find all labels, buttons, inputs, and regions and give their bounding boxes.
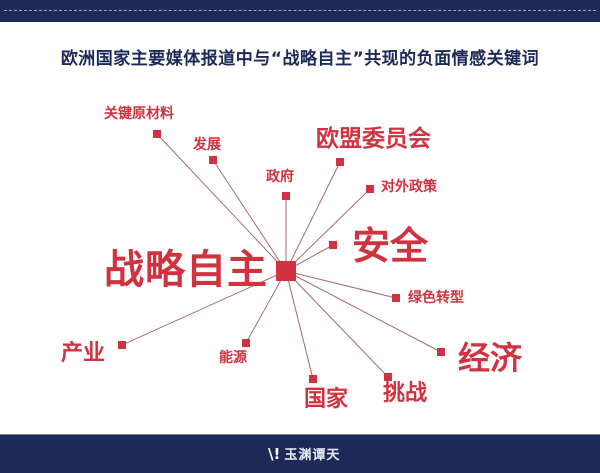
marker-security <box>329 241 337 249</box>
marker-green-transition <box>392 294 400 302</box>
marker-eu-commission <box>336 158 344 166</box>
edge-country <box>285 270 314 380</box>
page-title: 欧洲国家主要媒体报道中与“战略自主”共现的负面情感关键词 <box>60 49 540 69</box>
brand-logo: \! 玉渊谭天 <box>268 444 341 464</box>
edge-green-transition <box>285 270 397 299</box>
label-development: 发展 <box>193 137 221 153</box>
logo-text: 玉渊谭天 <box>284 448 341 463</box>
marker-challenge <box>384 373 392 381</box>
edges <box>121 133 442 380</box>
marker-country <box>309 375 317 383</box>
marker-development <box>209 156 217 164</box>
edge-energy <box>245 270 287 344</box>
label-country: 国家 <box>304 387 349 412</box>
edge-eu-commission <box>285 161 341 272</box>
edge-raw-materials <box>156 133 287 272</box>
marker-foreign-policy <box>366 185 374 193</box>
label-industry: 产业 <box>61 341 106 366</box>
label-green-transition: 绿色转型 <box>408 290 464 306</box>
marker-raw-materials <box>153 130 161 138</box>
label-foreign-policy: 对外政策 <box>381 179 437 195</box>
footer-band: \! 玉渊谭天 <box>0 434 600 473</box>
label-challenge: 挑战 <box>383 381 428 406</box>
marker-government <box>282 192 290 200</box>
edge-challenge <box>285 270 389 378</box>
label-raw-materials: 关键原材料 <box>104 106 174 122</box>
top-band <box>0 0 600 22</box>
hub-marker <box>276 261 296 281</box>
center-label: 战略自主 <box>104 247 268 293</box>
label-energy: 能源 <box>219 350 247 366</box>
edge-economy <box>285 270 442 353</box>
label-government: 政府 <box>266 169 294 185</box>
label-eu-commission: 欧盟委员会 <box>316 126 431 152</box>
edge-development <box>212 159 287 272</box>
edge-foreign-policy <box>285 188 371 272</box>
node-markers <box>118 130 445 383</box>
marker-economy <box>437 348 445 356</box>
dashed-line <box>4 10 596 11</box>
marker-energy <box>242 339 250 347</box>
label-security: 安全 <box>352 224 429 268</box>
logo-mark-icon: \! <box>268 444 281 463</box>
label-economy: 经济 <box>458 339 523 377</box>
edge-industry <box>121 270 287 346</box>
marker-industry <box>118 341 126 349</box>
